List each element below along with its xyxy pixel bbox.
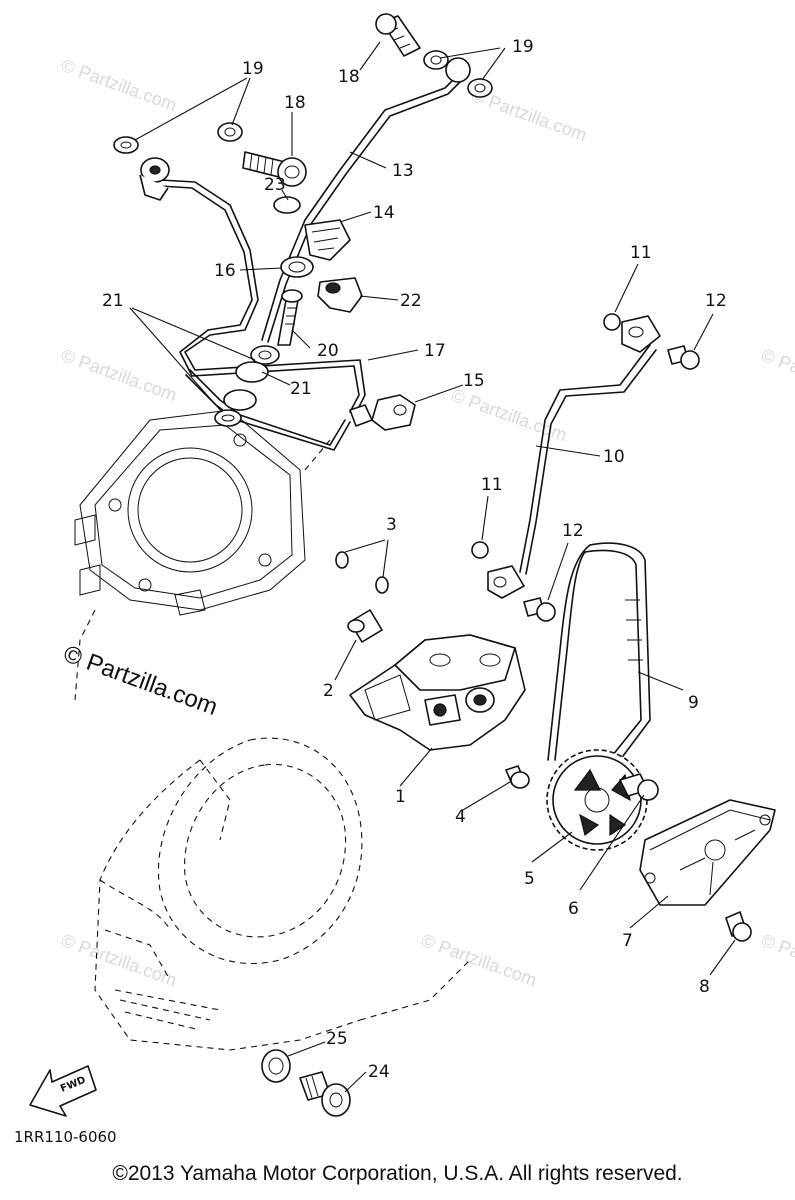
oil-delivery-pipes (159, 77, 461, 451)
callout-19: 19 (242, 59, 264, 79)
callout-3: 3 (386, 515, 397, 535)
watermark: © Partzilla.com (419, 930, 540, 990)
o-ring-icon (375, 576, 389, 594)
bolt-24 (299, 1071, 351, 1117)
callout-20: 20 (317, 341, 339, 361)
fwd-arrow-icon: FWD (29, 1065, 97, 1117)
callout-11: 11 (481, 475, 503, 495)
watermark: © Partzilla.com (449, 385, 570, 445)
callout-18: 18 (338, 67, 360, 87)
callout-11: 11 (630, 243, 652, 263)
bolt-8 (725, 911, 752, 942)
callout-6: 6 (568, 899, 579, 919)
callout-12: 12 (705, 291, 727, 311)
watermark: © Partzilla.com (759, 345, 795, 405)
callout-24: 24 (368, 1062, 390, 1082)
callout-21: 21 (290, 379, 312, 399)
washer-icon (217, 122, 243, 142)
crankcase-illustration (94, 737, 471, 1051)
union-bolt-18-top (375, 13, 493, 98)
callout-2: 2 (323, 681, 334, 701)
pipe-clamps (273, 196, 363, 313)
callout-23: 23 (264, 175, 286, 195)
bolt-4 (505, 765, 530, 789)
watermark: © Partzilla.com (59, 345, 180, 405)
bolt-6 (619, 773, 659, 801)
copyright-notice: ©2013 Yamaha Motor Corporation, U.S.A. A… (112, 1162, 683, 1185)
cylinder-head-illustration (74, 409, 331, 701)
washer-icon (113, 136, 139, 154)
union-15 (349, 394, 416, 431)
callout-7: 7 (622, 931, 633, 951)
callout-8: 8 (699, 977, 710, 997)
callout-5: 5 (524, 869, 535, 889)
callout-16: 16 (214, 261, 236, 281)
watermark-main: © Partzilla.com (60, 640, 221, 721)
callout-10: 10 (603, 447, 625, 467)
watermark: © Partzilla.com (59, 930, 180, 990)
callout-15: 15 (463, 371, 485, 391)
o-ring-icon (603, 313, 621, 331)
callout-labels: 19 19 18 18 13 23 14 16 22 20 21 17 15 2… (102, 37, 727, 1082)
callout-13: 13 (392, 161, 414, 181)
callout-12: 12 (562, 521, 584, 541)
callout-18: 18 (284, 93, 306, 113)
callout-4: 4 (455, 807, 466, 827)
sprocket-cover-7 (639, 799, 776, 906)
callout-leaders (129, 41, 736, 1093)
dowel-pin-2 (347, 609, 383, 643)
callout-22: 22 (400, 291, 422, 311)
callout-9: 9 (688, 693, 699, 713)
diagram-code: 1RR110-6060 (14, 1128, 117, 1146)
callout-14: 14 (373, 203, 395, 223)
washer-25 (261, 1049, 291, 1083)
callout-21: 21 (102, 291, 124, 311)
o-ring-icon (335, 551, 349, 569)
union-bolt-20 (214, 289, 303, 427)
callout-1: 1 (395, 787, 406, 807)
callout-25: 25 (326, 1029, 348, 1049)
bolt-12-upper (667, 345, 700, 370)
watermark: © Partzilla.com (759, 930, 795, 990)
callout-17: 17 (424, 341, 446, 361)
watermark: © Partzilla.com (59, 55, 180, 115)
banjo-union-left (139, 157, 170, 201)
oil-pipe-10 (487, 315, 661, 599)
callout-19: 19 (512, 37, 534, 57)
drive-chain-9 (547, 542, 651, 761)
bolt-12-lower (523, 597, 556, 622)
oil-pump-assembly (349, 634, 526, 751)
union-bolt-18-left (242, 151, 307, 187)
sprocket-5 (546, 749, 648, 851)
o-ring-icon (471, 541, 489, 559)
